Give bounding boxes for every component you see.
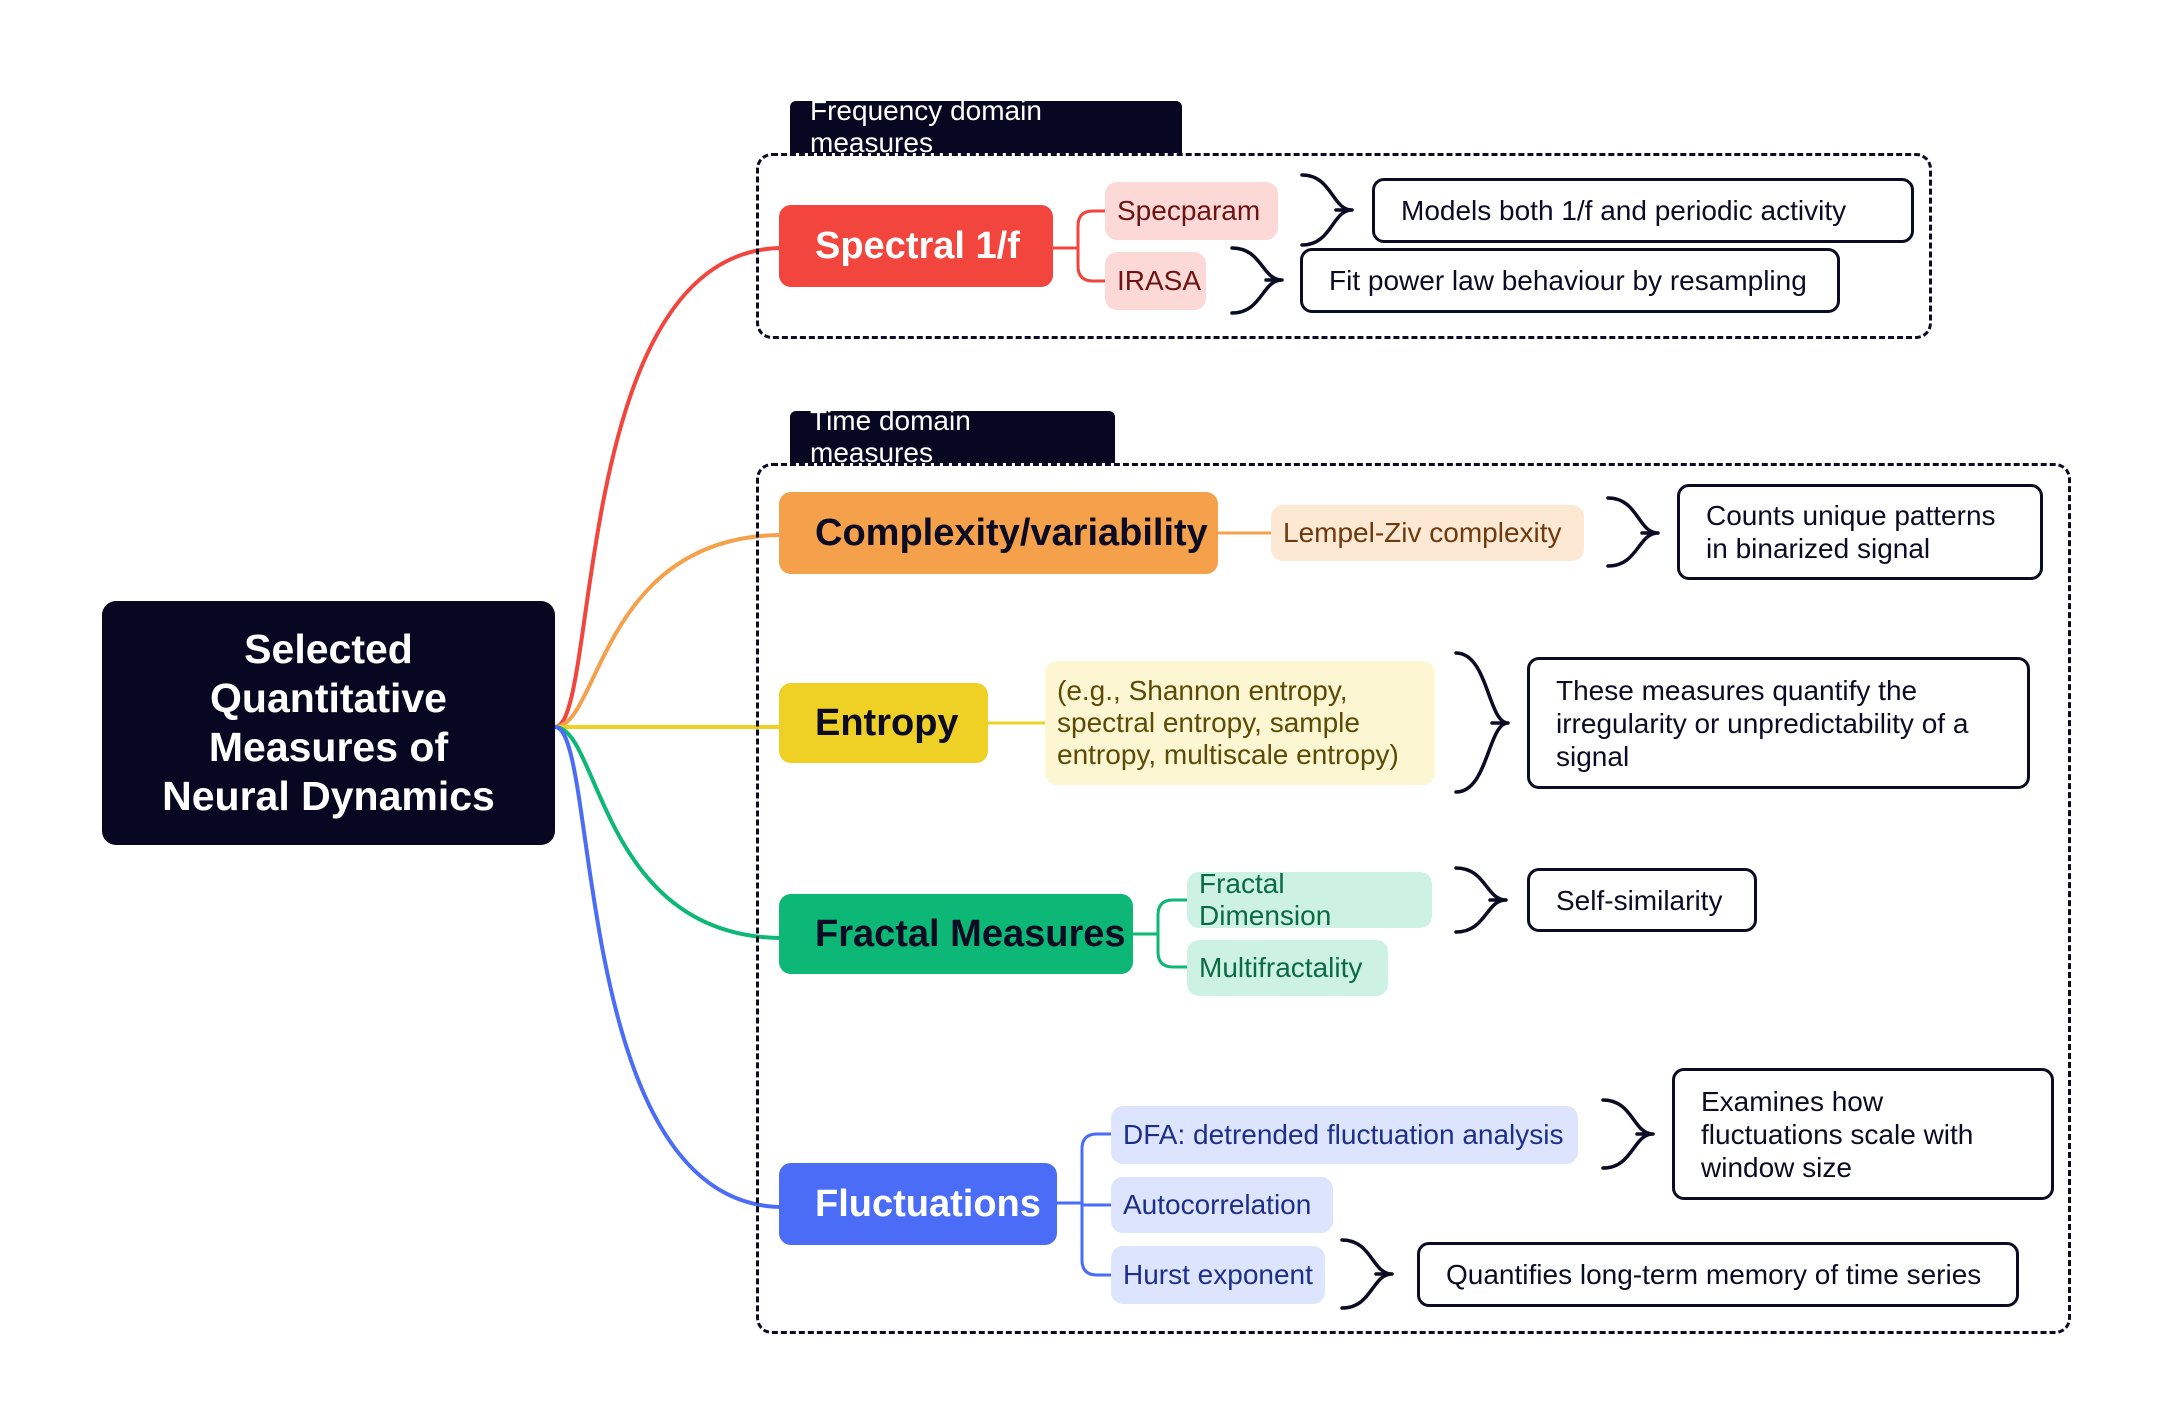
fluctuations-node: Fluctuations <box>779 1163 1057 1245</box>
subnode-multifractality: Multifractality <box>1187 940 1388 996</box>
desc-entropy: These measures quantify the irregularity… <box>1527 657 2030 789</box>
desc-hurst: Quantifies long-term memory of time seri… <box>1417 1242 2019 1307</box>
subnode-dfa: DFA: detrended fluctuation analysis <box>1111 1106 1578 1164</box>
desc-irasa: Fit power law behaviour by resampling <box>1300 248 1840 313</box>
brace-group <box>1230 173 1660 1310</box>
connector-fluctuation-children <box>1057 1132 1111 1277</box>
desc-specparam: Models both 1/f and periodic activity <box>1372 178 1914 243</box>
complexity-node: Complexity/variability <box>779 492 1218 574</box>
entropy-node: Entropy <box>779 683 988 763</box>
frequency-group-frame <box>756 153 1932 339</box>
subnode-irasa: IRASA <box>1105 252 1206 310</box>
time-group-label: Time domain measures <box>790 405 1115 468</box>
subnode-fractal-dimension: Fractal Dimension <box>1187 868 1432 931</box>
desc-lempel-ziv: Counts unique patterns in binarized sign… <box>1677 484 2043 580</box>
desc-self-similarity: Self-similarity <box>1527 868 1757 932</box>
subnode-lempel-ziv: Lempel-Ziv complexity <box>1271 505 1584 561</box>
connector-spectral-children <box>1053 209 1105 283</box>
time-group-frame <box>756 463 2071 1334</box>
subnode-autocorrelation: Autocorrelation <box>1111 1177 1333 1233</box>
connector-fluctuations <box>554 725 784 1209</box>
brace-dfa <box>1601 1098 1655 1170</box>
connector-spectral <box>554 246 784 729</box>
subnode-entropy-examples: (e.g., Shannon entropy, spectral entropy… <box>1045 661 1435 785</box>
fractal-node: Fractal Measures <box>779 894 1133 974</box>
brace-specparam <box>1300 173 1354 247</box>
connector-fractal-children <box>1133 898 1187 969</box>
frequency-group-label: Frequency domain measures <box>790 95 1182 158</box>
spectral-node: Spectral 1/f <box>779 205 1053 287</box>
desc-dfa: Examines how fluctuations scale with win… <box>1672 1068 2054 1200</box>
subnode-specparam: Specparam <box>1105 182 1278 240</box>
root-node: Selected Quantitative Measures of Neural… <box>102 601 555 845</box>
brace-entropy <box>1454 651 1510 794</box>
connector-fractal <box>554 725 784 940</box>
connector-complexity <box>554 533 784 729</box>
brace-irasa <box>1230 246 1284 315</box>
brace-fractal <box>1454 866 1508 934</box>
brace-hurst <box>1340 1238 1394 1310</box>
brace-lempel <box>1606 496 1660 568</box>
subnode-hurst-exponent: Hurst exponent <box>1111 1246 1325 1304</box>
